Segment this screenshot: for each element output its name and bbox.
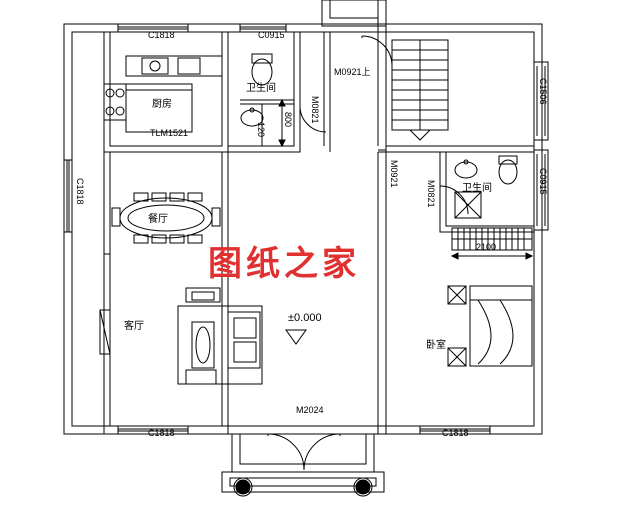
annotation-dim-120: 120	[256, 122, 266, 138]
room-label-dining: 餐厅	[148, 214, 168, 225]
elevation-marker: ±0.000	[288, 312, 322, 324]
annotation-win-bottom-left: C1818	[148, 428, 175, 438]
room-label-living: 客厅	[124, 321, 144, 332]
room-label-kitchen: 厨房	[152, 99, 172, 110]
annotation-win-top-mid: C0915	[258, 30, 285, 40]
watermark-text: 图纸之家	[208, 244, 360, 284]
annotation-counter-tag: TLM1521	[150, 128, 189, 138]
annotation-door-mid: M0921	[389, 160, 399, 188]
annotation-win-left: C1818	[75, 178, 85, 205]
annotation-win-right-upper: C1506	[538, 78, 548, 105]
annotation-dim-2100: 2100	[476, 242, 497, 252]
room-label-bath-1: 卫生间	[246, 83, 276, 94]
room-label-bedroom: 卧室	[426, 340, 446, 351]
annotation-door-bedroom: M0821	[426, 180, 436, 208]
annotation-door-kitchen: M0821	[310, 96, 320, 124]
room-label-bath-2: 卫生间	[462, 183, 492, 194]
annotation-door-main: M2024	[296, 405, 324, 415]
annotation-win-bottom-right: C1818	[442, 428, 469, 438]
annotation-win-right-lower: C0915	[538, 168, 548, 195]
annotation-win-top-left: C1818	[148, 30, 175, 40]
annotation-door-stair: M0921上	[334, 67, 371, 77]
annotation-dim-800: 800	[283, 112, 293, 128]
